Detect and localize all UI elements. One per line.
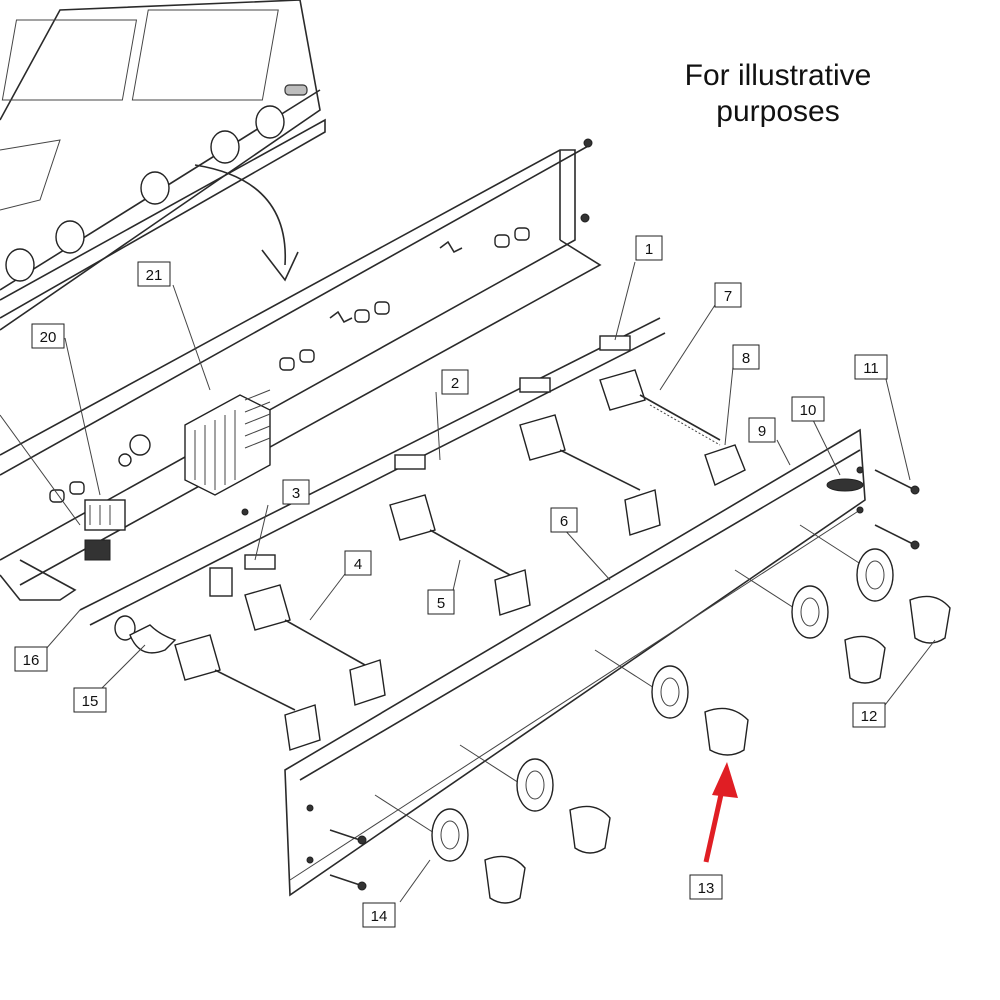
assembly-arrow xyxy=(194,164,286,266)
svg-text:2: 2 xyxy=(451,375,459,392)
callout-12: 12 xyxy=(852,702,886,728)
svg-text:13: 13 xyxy=(698,880,715,897)
svg-text:3: 3 xyxy=(292,485,300,502)
callout-8: 8 xyxy=(732,344,760,370)
callout-15: 15 xyxy=(73,687,107,713)
assembly-arrow-head xyxy=(261,249,299,282)
callout-1: 1 xyxy=(635,235,663,261)
callout-9: 9 xyxy=(748,417,776,443)
electrical-block xyxy=(84,499,126,561)
svg-text:1: 1 xyxy=(645,241,653,258)
callout-14: 14 xyxy=(362,902,396,928)
callout-7: 7 xyxy=(714,282,742,308)
callout-3: 3 xyxy=(282,479,310,505)
callout-4: 4 xyxy=(344,550,372,576)
svg-text:4: 4 xyxy=(354,556,362,573)
leader-lines xyxy=(0,261,936,903)
callout-21: 21 xyxy=(137,261,171,287)
illustrative-note-line-1: For illustrative xyxy=(684,59,872,92)
cooktop-knob-row xyxy=(5,105,285,282)
svg-text:16: 16 xyxy=(23,652,40,669)
callout-13: 13 xyxy=(689,874,723,900)
svg-text:6: 6 xyxy=(560,513,568,530)
screws xyxy=(329,469,920,891)
cooktop xyxy=(0,0,326,331)
manifold xyxy=(79,317,666,654)
highlight-arrow xyxy=(703,762,738,863)
gas-valves xyxy=(174,369,746,751)
svg-text:10: 10 xyxy=(800,402,817,419)
svg-text:21: 21 xyxy=(146,267,163,284)
illustrative-note: For illustrative purposes xyxy=(640,58,916,130)
back-panel xyxy=(0,138,602,586)
spark-module xyxy=(184,389,271,516)
svg-text:11: 11 xyxy=(863,360,879,377)
svg-text:12: 12 xyxy=(861,708,878,725)
mount-bracket xyxy=(0,559,77,601)
callout-5: 5 xyxy=(427,589,455,615)
control-panel xyxy=(284,428,866,897)
callout-6: 6 xyxy=(550,507,578,533)
callout-20: 20 xyxy=(31,323,65,349)
knob-part-13 xyxy=(704,707,749,756)
knob-assemblies xyxy=(374,524,951,904)
callouts: 1 2 3 4 5 6 7 xyxy=(14,235,888,928)
svg-text:9: 9 xyxy=(758,423,766,440)
callout-11: 11 xyxy=(854,354,888,380)
callout-16: 16 xyxy=(14,646,48,672)
svg-text:15: 15 xyxy=(82,693,99,710)
svg-text:8: 8 xyxy=(742,350,750,367)
callout-2: 2 xyxy=(441,369,469,395)
illustrative-note-line-2: purposes xyxy=(716,95,840,128)
callout-10: 10 xyxy=(791,396,825,422)
svg-text:14: 14 xyxy=(371,908,388,925)
svg-text:5: 5 xyxy=(437,595,445,612)
svg-text:7: 7 xyxy=(724,288,732,305)
svg-text:20: 20 xyxy=(40,329,57,346)
